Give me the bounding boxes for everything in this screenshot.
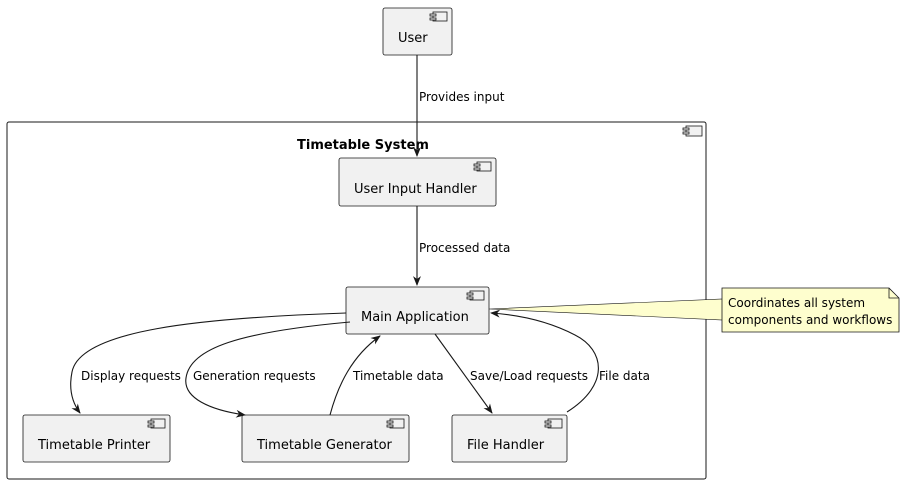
- component-icon: [429, 11, 448, 22]
- component-icon: [682, 125, 703, 137]
- edge-input-handler-to-main: Processed data: [413, 206, 510, 286]
- edge-generator-to-main: Timetable data: [329, 335, 444, 416]
- edge-label: Save/Load requests: [470, 369, 588, 383]
- edge-label: Provides input: [419, 90, 505, 104]
- edge-file-handler-to-main: File data: [490, 309, 650, 413]
- note-line-1: Coordinates all system: [728, 296, 865, 310]
- edge-main-to-generator: Generation requests: [185, 321, 351, 418]
- component-user-input-handler[interactable]: User Input Handler: [338, 157, 497, 207]
- component-timetable-printer[interactable]: Timetable Printer: [22, 414, 171, 463]
- component-label: Main Application: [361, 310, 469, 325]
- edge-main-to-file-handler: Save/Load requests: [434, 333, 588, 414]
- component-label: User: [398, 31, 428, 46]
- package-title: Timetable System: [297, 138, 429, 153]
- edge-label: Timetable data: [352, 369, 444, 383]
- component-label: Timetable Generator: [256, 438, 393, 453]
- edge-user-to-input-handler: Provides input: [413, 55, 505, 157]
- component-label: File Handler: [467, 438, 545, 453]
- edge-label: File data: [599, 369, 650, 383]
- component-timetable-generator[interactable]: Timetable Generator: [241, 414, 410, 463]
- note-main-application: Coordinates all system components and wo…: [488, 287, 900, 333]
- component-user[interactable]: User: [382, 7, 453, 56]
- component-icon: [466, 290, 485, 301]
- edge-label: Generation requests: [193, 369, 316, 383]
- component-icon: [147, 418, 166, 429]
- component-main-application[interactable]: Main Application: [345, 286, 490, 335]
- edge-label: Processed data: [419, 241, 510, 255]
- component-label: User Input Handler: [354, 182, 477, 197]
- component-file-handler[interactable]: File Handler: [451, 414, 568, 463]
- component-icon: [473, 161, 492, 172]
- component-icon: [544, 418, 563, 429]
- edge-main-to-printer: Display requests: [70, 312, 347, 414]
- component-icon: [386, 418, 405, 429]
- note-line-2: components and workflows: [728, 313, 892, 327]
- edge-label: Display requests: [81, 369, 181, 383]
- component-label: Timetable Printer: [37, 438, 151, 453]
